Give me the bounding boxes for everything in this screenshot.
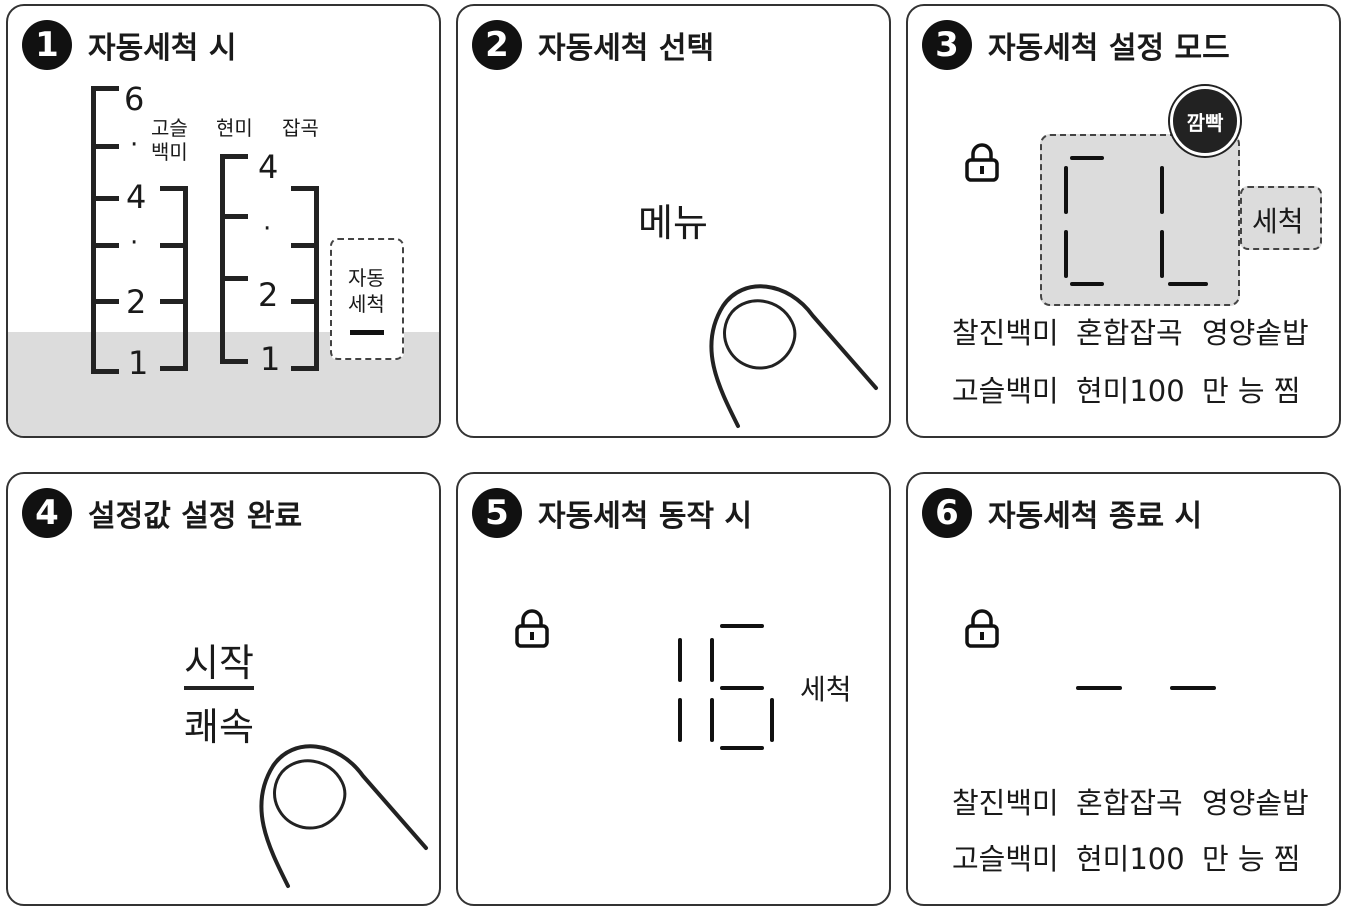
scale-left-dot-lower: · [130,228,139,258]
start-quick-button[interactable]: 쾌속 [184,705,254,749]
panel-auto-clean-level: 1 자동세척 시 6 · 4 · 2 1 고슬 백미 현미 잡곡 4 · 2 1… [6,4,441,438]
panel-title: 자동세척 선택 [538,31,715,66]
panel-title: 자동세척 설정 모드 [988,31,1230,66]
menu-item: 영양솥밥 [1202,786,1309,820]
finger-press-icon [259,744,428,888]
step-number: 3 [922,20,972,70]
scale-left-6: 6 [124,80,145,118]
step-number: 2 [472,20,522,70]
scale-left-1: 1 [128,344,149,382]
scale-right-dot: · [263,214,272,244]
panel-2-header: 2 자동세척 선택 [472,20,714,70]
label-brown-rice: 현미 [216,116,253,140]
menu-row-2: 고슬백미 현미100 만 능 찜 [952,836,1312,876]
scale-right-4: 4 [258,148,279,186]
auto-clean-label-1: 자동 [348,266,385,290]
menu-row-1: 찰진백미 혼합잡곡 영양솥밥 [952,310,1312,350]
menu-item: 고슬백미 [952,374,1059,408]
label-white-rice-2: 백미 [151,140,188,164]
step-number: 4 [22,488,72,538]
auto-clean-indicator: 자동 세척 [330,238,404,360]
mode-label: 세척 [800,673,852,706]
menu-item: 고슬백미 [952,842,1059,876]
panel-title: 설정값 설정 완료 [88,499,303,534]
panel-auto-clean-finished: 6 자동세척 종료 시 찰진백미 혼합잡곡 영양솥밥 고슬백미 현미100 만 … [906,472,1341,906]
menu-button[interactable]: 메뉴 [638,201,708,245]
menu-item: 찰진백미 [952,786,1059,820]
menu-item: 영양솥밥 [1202,316,1309,350]
display-dash-2 [1170,686,1216,690]
panel-setting-mode: 3 자동세척 설정 모드 깜빡 세척 찰진백미 혼합잡곡 영양솥밥 고슬백미 현… [906,4,1341,438]
panel-title: 자동세척 동작 시 [538,499,753,534]
panel-title: 자동세척 시 [88,31,237,66]
menu-row-1: 찰진백미 혼합잡곡 영양솥밥 [952,780,1312,820]
panel-5-header: 5 자동세척 동작 시 [472,488,752,538]
step-number: 6 [922,488,972,538]
finger-press-icon [709,284,878,428]
menu-item: 만 능 찜 [1202,374,1301,408]
scale-right-1: 1 [260,340,281,378]
lock-icon [965,143,999,182]
menu-item: 현미100 [1076,374,1185,408]
menu-item: 현미100 [1076,842,1185,876]
panel-1-header: 1 자동세척 시 [22,20,236,70]
menu-item: 혼합잡곡 [1076,316,1183,350]
lock-icon [965,609,999,648]
panel-title: 자동세척 종료 시 [988,499,1203,534]
blink-badge: 깜빡 [1170,86,1240,156]
mode-label: 세척 [1252,205,1304,238]
lock-icon [515,609,549,648]
menu-item: 만 능 찜 [1202,842,1301,876]
start-quick-divider [184,686,254,690]
panel-4-header: 4 설정값 설정 완료 [22,488,302,538]
scale-left-2: 2 [126,283,147,321]
panel-6-header: 6 자동세척 종료 시 [922,488,1202,538]
display-dash-1 [1076,686,1122,690]
blink-badge-text: 깜빡 [1186,110,1224,135]
mode-label-box: 세척 [1240,186,1322,250]
scale-left-4: 4 [126,178,147,216]
panel-setting-complete: 4 설정값 설정 완료 시작 쾌속 [6,472,441,906]
step-number: 1 [22,20,72,70]
scale-left-dot-upper: · [130,130,139,160]
panel-select-auto-clean: 2 자동세척 선택 메뉴 [456,4,891,438]
scale-right-2: 2 [258,276,279,314]
label-white-rice-1: 고슬 [151,116,188,140]
panel-3-header: 3 자동세척 설정 모드 [922,20,1230,70]
label-grain: 잡곡 [282,116,319,140]
start-label: 시작 [184,641,254,685]
display-screen [1040,134,1240,306]
auto-clean-label-2: 세척 [348,292,385,316]
step-number: 5 [472,488,522,538]
menu-item: 찰진백미 [952,316,1059,350]
menu-row-2: 고슬백미 현미100 만 능 찜 [952,368,1312,408]
menu-item: 혼합잡곡 [1076,786,1183,820]
panel-auto-clean-running: 5 자동세척 동작 시 세척 [456,472,891,906]
